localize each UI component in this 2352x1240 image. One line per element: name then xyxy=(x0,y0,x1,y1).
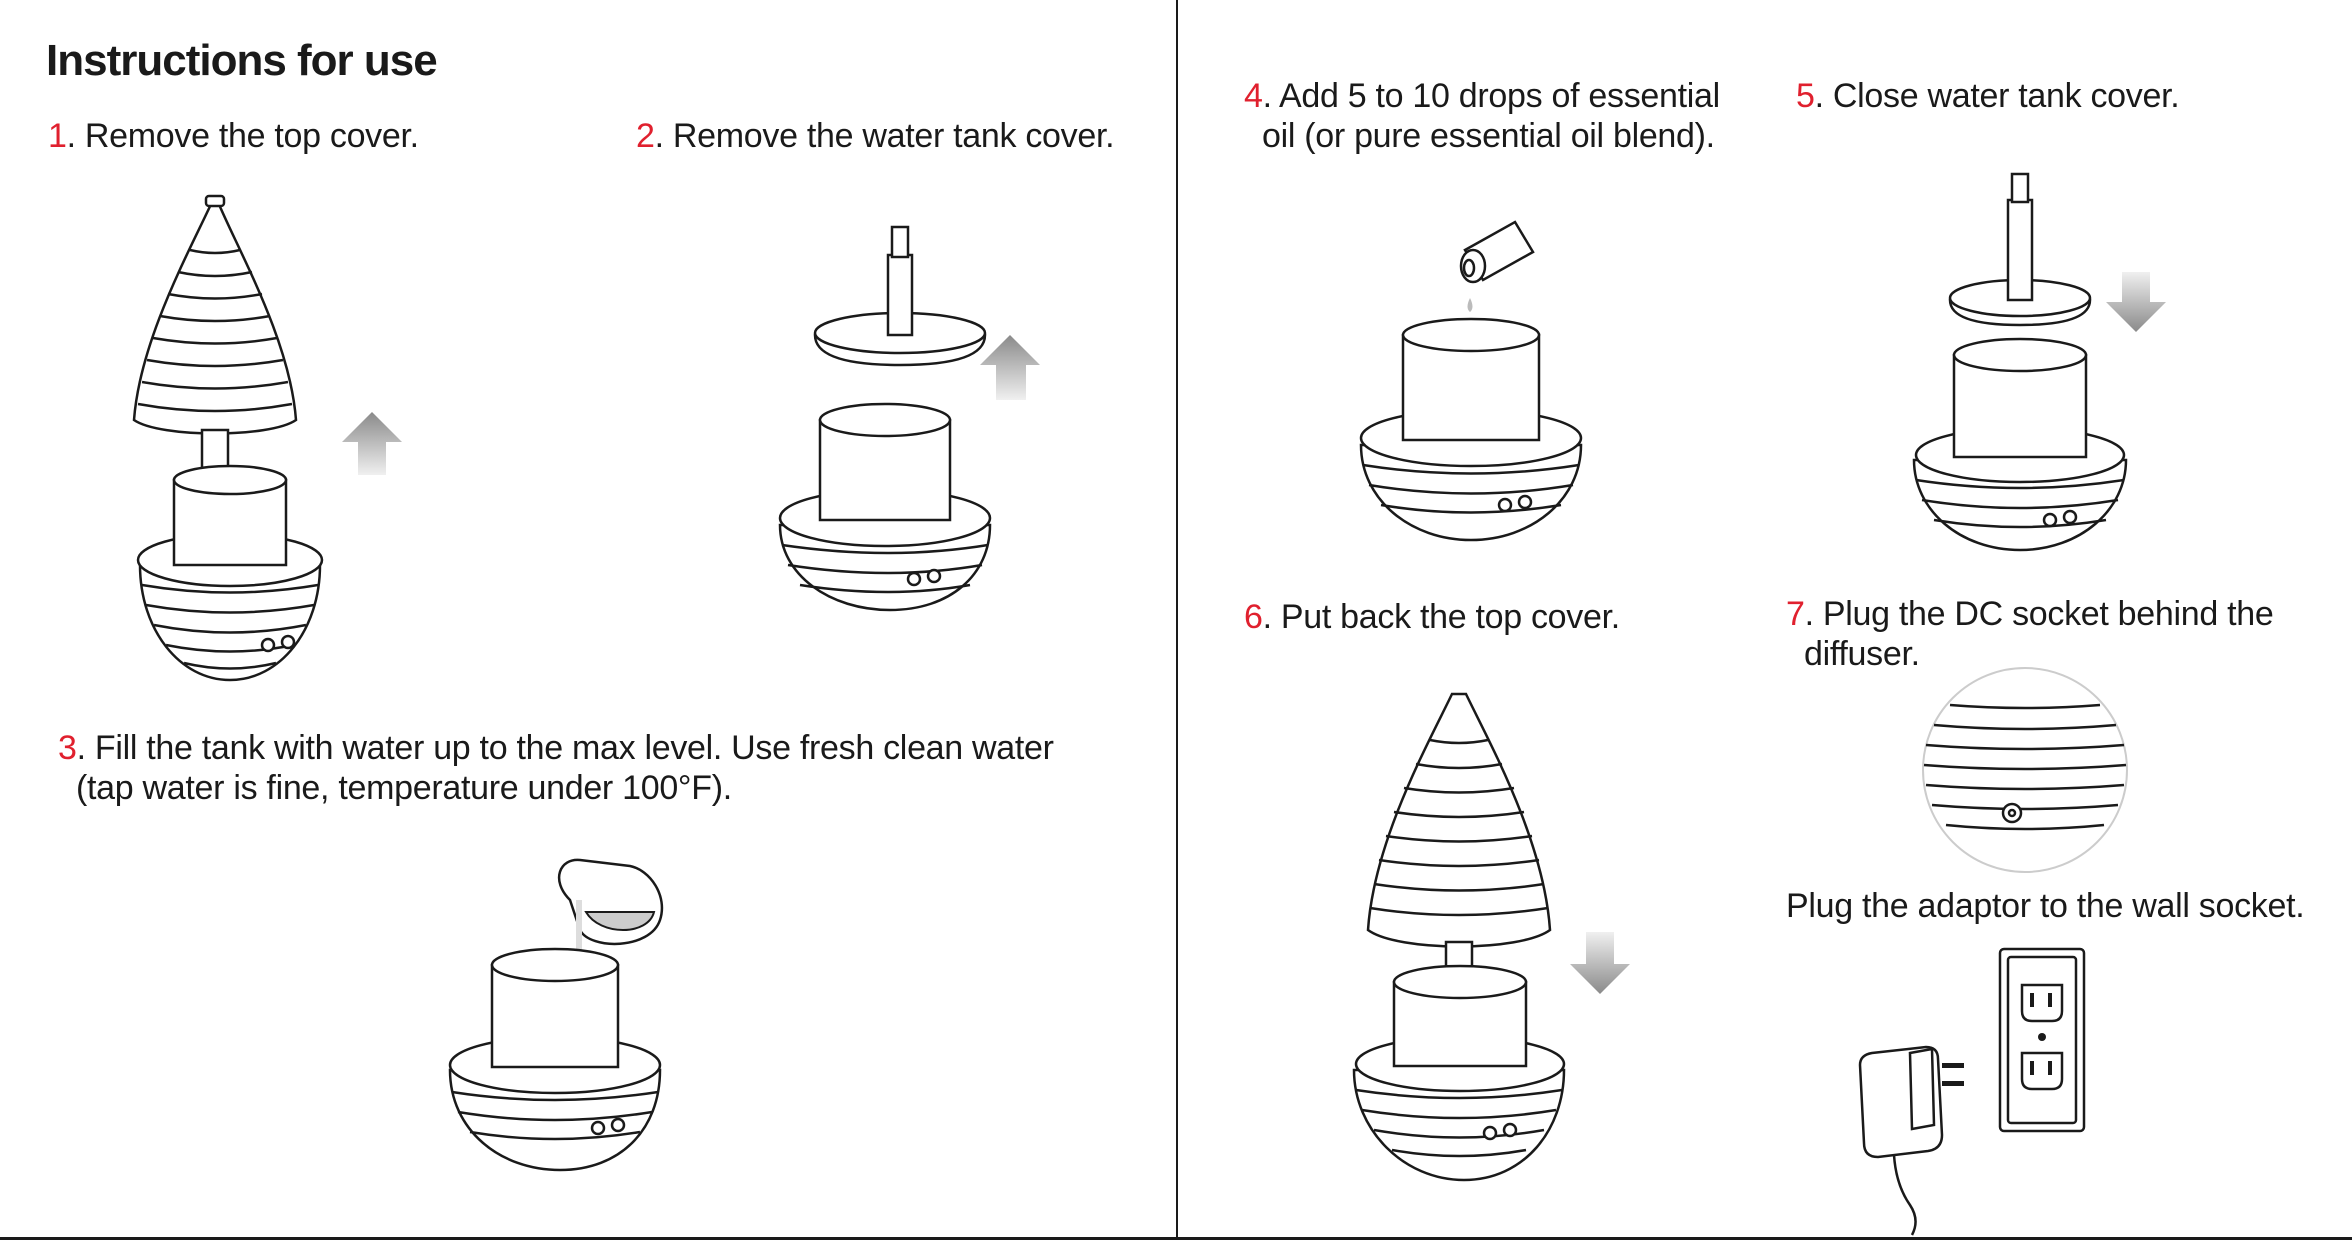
step-2: 2. Remove the water tank cover. xyxy=(636,116,1115,156)
center-divider xyxy=(1176,0,1178,1240)
dc-socket-closeup-icon xyxy=(1922,667,2128,873)
step-5: 5. Close water tank cover. xyxy=(1796,76,2180,116)
diffuser-base-icon xyxy=(136,464,324,682)
step-text: . Put back the top cover. xyxy=(1262,598,1621,636)
step-text: . Add 5 to 10 drops of essential xyxy=(1262,77,1721,115)
up-arrow-icon xyxy=(342,412,402,475)
water-tank-cover-icon xyxy=(1948,172,2092,327)
oil-bottle-icon xyxy=(1459,220,1535,336)
step-3: 3. Fill the tank with water up to the ma… xyxy=(58,728,1054,808)
step-text: . Fill the tank with water up to the max… xyxy=(76,729,1054,767)
step-1: 1. Remove the top cover. xyxy=(48,116,419,156)
adaptor-wall-socket-illustration xyxy=(1858,947,2086,1236)
top-cover-icon xyxy=(1366,692,1552,948)
step-6: 6. Put back the top cover. xyxy=(1244,597,1620,637)
down-arrow-icon xyxy=(1570,932,1630,994)
put-back-top-cover-illustration xyxy=(1352,692,1630,1182)
wall-outlet-icon xyxy=(1998,947,2086,1133)
step-text-line-2: (tap water is fine, temperature under 10… xyxy=(76,769,732,807)
diffuser-tank-open-icon xyxy=(1912,337,2128,552)
step-number: 1 xyxy=(48,117,67,155)
remove-tank-cover-illustration xyxy=(778,225,1040,612)
step-text: . Remove the top cover. xyxy=(66,117,419,155)
diffuser-remove-top-cover-illustration xyxy=(132,194,402,682)
step-number: 5 xyxy=(1796,77,1815,115)
diffuser-base-icon xyxy=(1352,964,1566,1182)
adaptor-caption: Plug the adaptor to the wall socket. xyxy=(1786,887,2305,925)
step-text: . Plug the DC socket behind the xyxy=(1804,595,2274,633)
step-text-line-2: diffuser. xyxy=(1804,635,1920,673)
diffuser-tank-open-icon xyxy=(1359,317,1583,542)
page-title: Instructions for use xyxy=(46,36,438,85)
step-text: . Remove the water tank cover. xyxy=(654,117,1115,155)
step-number: 7 xyxy=(1786,595,1805,633)
step-number: 4 xyxy=(1244,77,1263,115)
up-arrow-icon xyxy=(980,335,1040,400)
step-number: 6 xyxy=(1244,598,1263,636)
dc-socket-closeup-illustration xyxy=(1922,667,2128,873)
step-number: 2 xyxy=(636,117,655,155)
diffuser-tank-open-icon xyxy=(778,402,992,612)
step-text: . Close water tank cover. xyxy=(1814,77,2180,115)
step-7: 7. Plug the DC socket behind the diffuse… xyxy=(1786,594,2274,674)
top-cover-icon xyxy=(132,194,298,435)
diffuser-tank-open-icon xyxy=(448,947,662,1172)
down-arrow-icon xyxy=(2106,272,2166,332)
bottom-rule xyxy=(0,1237,2352,1240)
step-text-line-2: oil (or pure essential oil blend). xyxy=(1262,117,1715,155)
power-adaptor-icon xyxy=(1858,1045,1964,1236)
fill-water-illustration xyxy=(448,858,663,1172)
water-tank-cover-icon xyxy=(813,225,987,367)
step-number: 3 xyxy=(58,729,77,767)
close-tank-cover-illustration xyxy=(1912,172,2166,552)
add-oil-illustration xyxy=(1359,220,1583,542)
step-4: 4. Add 5 to 10 drops of essential oil (o… xyxy=(1244,76,1720,156)
